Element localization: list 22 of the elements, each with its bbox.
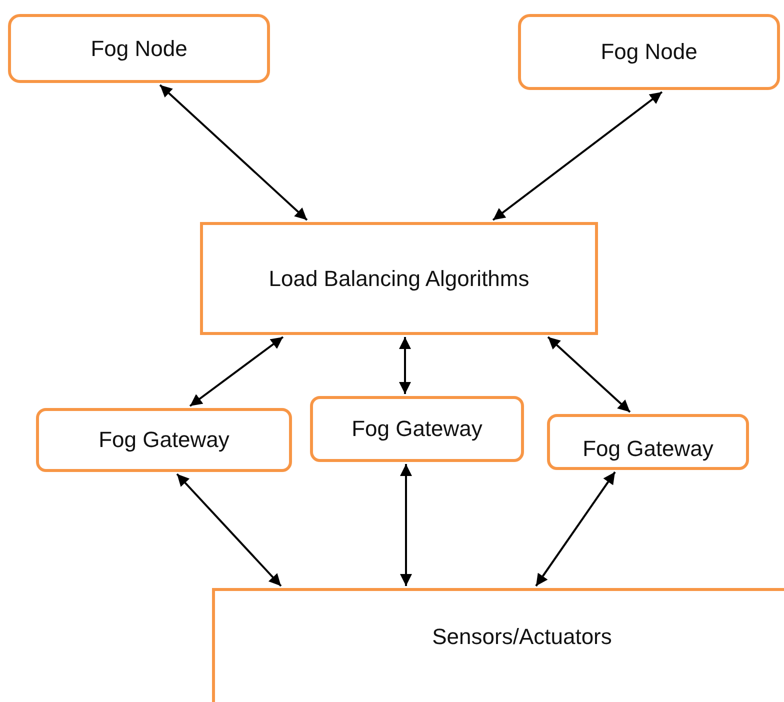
- device-layer-box: [212, 588, 784, 702]
- double-arrow: [492, 91, 663, 221]
- double-arrow: [535, 471, 616, 587]
- node-label: Fog Node: [600, 39, 698, 65]
- gateway-box: [36, 408, 292, 472]
- double-arrow: [176, 473, 282, 587]
- node-label: Load Balancing Algorithms: [268, 266, 530, 292]
- node-label: Fog Node: [90, 36, 188, 62]
- node-label: Fog Gateway: [352, 416, 482, 442]
- node-box: [518, 14, 780, 90]
- double-arrow: [189, 336, 284, 407]
- double-arrow: [159, 84, 308, 221]
- node-box: [8, 14, 270, 83]
- node-label: Fog Gateway: [98, 427, 230, 453]
- gateway-box: [547, 414, 749, 470]
- double-arrow: [400, 464, 412, 586]
- node-label: Fog Gateway: [582, 436, 714, 462]
- double-arrow: [547, 336, 631, 413]
- double-arrow: [399, 337, 411, 394]
- process-box: [200, 222, 598, 335]
- gateway-box: [310, 396, 524, 462]
- node-label: Sensors/Actuators: [432, 624, 612, 650]
